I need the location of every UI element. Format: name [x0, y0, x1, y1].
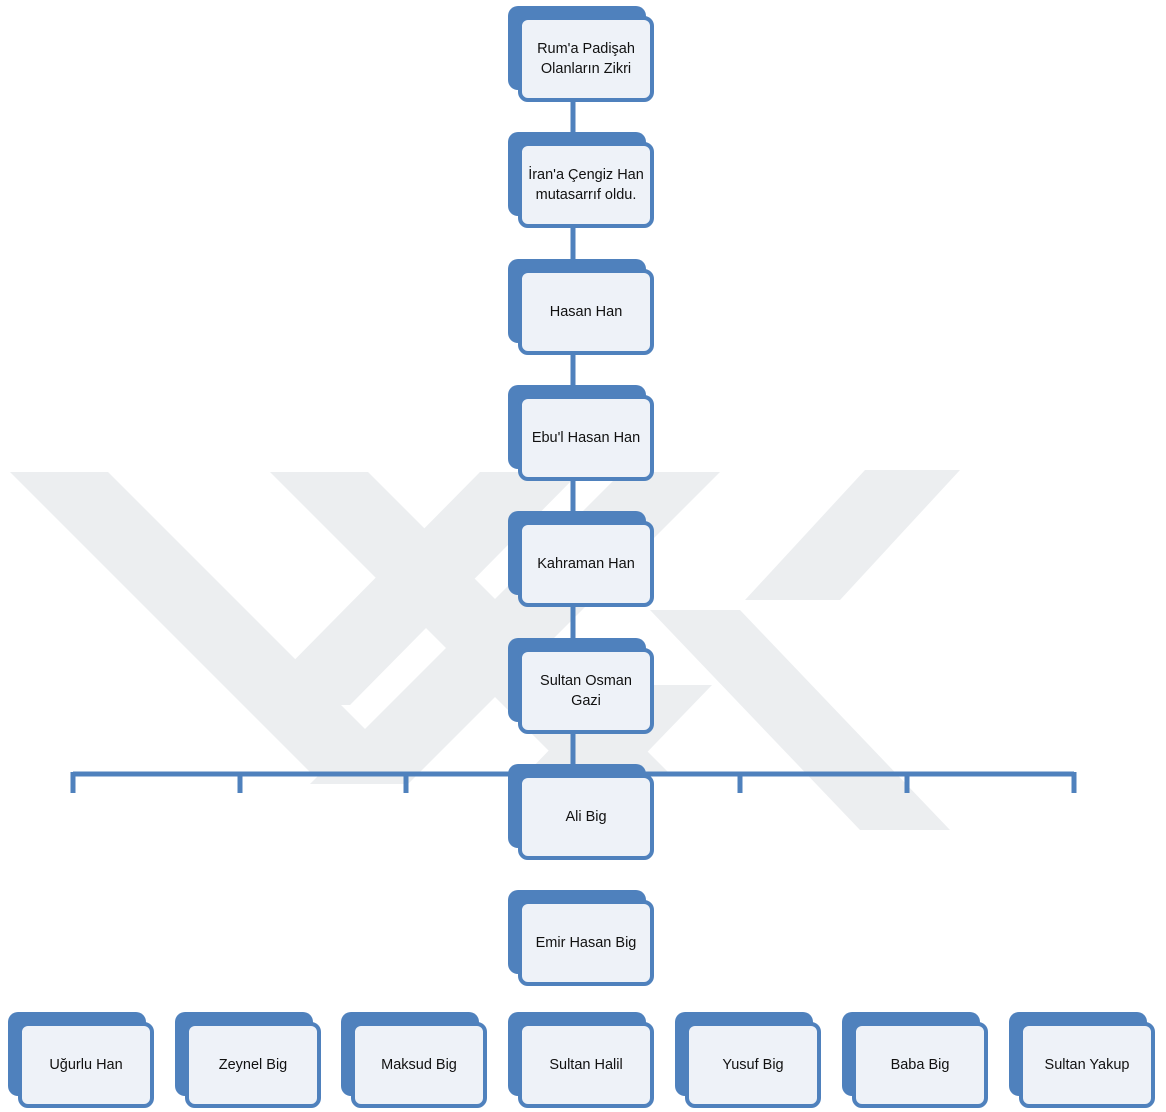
node-label: Uğurlu Han — [49, 1057, 123, 1073]
node-label: Sultan Osman Gazi — [540, 673, 632, 709]
node-label: İran'a Çengiz Han mutasarrıf oldu. — [528, 167, 644, 203]
node-ugurlu-han: Uğurlu Han — [8, 1012, 158, 1108]
node-label: Sultan Yakup — [1044, 1057, 1130, 1073]
node-label: Maksud Big — [381, 1057, 457, 1073]
node-label: Sultan Halil — [549, 1057, 623, 1073]
node-label: Ebu'l Hasan Han — [531, 430, 641, 446]
node-label: Ali Big — [565, 809, 607, 825]
node-maksud-big: Maksud Big — [341, 1012, 491, 1108]
node-hasan-han: Hasan Han — [508, 259, 658, 355]
node-ebul-hasan-han: Ebu'l Hasan Han — [508, 385, 658, 481]
node-emir-hasan-big: Emir Hasan Big — [508, 890, 658, 986]
node-ali-big: Ali Big — [508, 764, 658, 860]
node-kahraman-han: Kahraman Han — [508, 511, 658, 607]
node-baba-big: Baba Big — [842, 1012, 992, 1108]
node-yusuf-big: Yusuf Big — [675, 1012, 825, 1108]
node-label: Kahraman Han — [537, 556, 635, 572]
node-sultan-yakup: Sultan Yakup — [1009, 1012, 1159, 1108]
node-iran-cengiz-han: İran'a Çengiz Han mutasarrıf oldu. — [508, 132, 658, 228]
node-label: Hasan Han — [549, 304, 623, 320]
node-rum-padisah: Rum'a Padişah Olanların Zikri — [508, 6, 658, 102]
node-zeynel-big: Zeynel Big — [175, 1012, 325, 1108]
node-label: Zeynel Big — [218, 1057, 288, 1073]
node-label: Rum'a Padişah Olanların Zikri — [537, 41, 635, 77]
node-label: Yusuf Big — [722, 1057, 784, 1073]
node-sultan-halil: Sultan Halil — [508, 1012, 658, 1108]
node-label: Emir Hasan Big — [535, 935, 637, 951]
node-label: Baba Big — [890, 1057, 950, 1073]
node-sultan-osman-gazi: Sultan Osman Gazi — [508, 638, 658, 734]
